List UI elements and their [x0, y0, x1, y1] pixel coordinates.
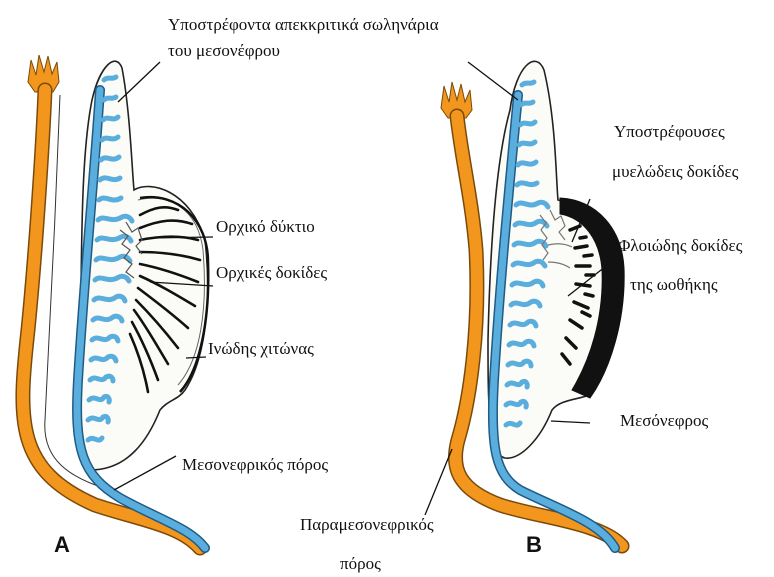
panel-letter-a: A — [54, 534, 70, 556]
panel-a-drawing — [23, 55, 208, 548]
label-regressing-cords-line2: μυελώδεις δοκίδες — [612, 163, 738, 180]
label-regressing-cords-line1: Υποστρέφουσες — [614, 123, 725, 140]
label-returning-tubules-line1: Υποστρέφοντα απεκκριτικά σωληνάρια — [168, 16, 439, 33]
label-paramesonephric-line2: πόρος — [340, 555, 381, 572]
label-returning-tubules-line2: του μεσονέφρου — [168, 42, 280, 59]
label-paramesonephric-line1: Παραμεσονεφρικός — [300, 516, 434, 533]
label-mesonephros: Μεσόνεφρος — [620, 412, 708, 429]
panel-b-drawing — [441, 61, 624, 548]
panel-letter-b: B — [526, 534, 542, 556]
label-cortical-cords-line1: Φλοιώδης δοκίδες — [618, 237, 742, 254]
label-mesonephric-duct: Μεσονεφρικός πόρος — [182, 456, 328, 473]
label-testis-cords: Ορχικές δοκίδες — [216, 264, 327, 281]
label-cortical-cords-line2: της ωοθήκης — [630, 276, 718, 293]
label-rete-testis: Ορχικό δύκτιο — [216, 218, 315, 235]
label-tunica-albuginea: Ινώδης χιτώνας — [208, 340, 314, 357]
